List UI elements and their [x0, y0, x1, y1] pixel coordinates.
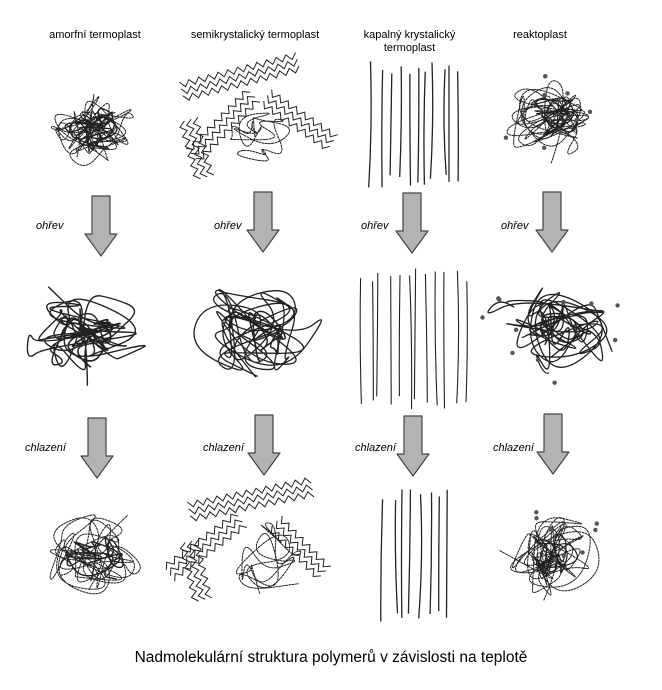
amorphous-initial-structure: [50, 93, 134, 166]
amorphous-heated-structure: [26, 286, 146, 386]
heating-arrow-col2: [246, 191, 280, 253]
liquid-crystalline-cooled-structure: [380, 489, 448, 622]
cooling-label-col1: chlazení: [25, 442, 66, 454]
cooling-label-col3: chlazení: [355, 442, 396, 454]
thermoset-cooled-structure: [498, 510, 600, 601]
column-title-thermoset: reaktoplast: [513, 29, 567, 41]
heating-arrow-col4: [535, 191, 569, 253]
thermoset-heated-structure: [480, 287, 620, 385]
heating-label-col3: ohřev: [361, 220, 389, 232]
cooling-arrow-col1: [80, 417, 114, 479]
column-title-semicrystalline: semikrystalický termoplast: [190, 29, 320, 41]
column-title-liquid-crystalline: kapalný krystalický termoplast: [363, 29, 456, 54]
semicrystalline-heated-structure: [193, 288, 322, 378]
cooling-label-col2: chlazení: [203, 442, 244, 454]
thermoset-initial-structure: [503, 74, 593, 164]
cooling-arrow-col2: [247, 414, 281, 476]
heating-label-col2: ohřev: [214, 220, 242, 232]
figure-caption: Nadmolekulární struktura polymerů v závi…: [134, 649, 528, 666]
cooling-arrow-col3: [396, 415, 430, 477]
heating-label-col1: ohřev: [36, 220, 64, 232]
column-title-amorphous: amorfní termoplast: [49, 29, 141, 41]
heating-arrow-col1: [84, 195, 118, 257]
semicrystalline-cooled-structure: [165, 477, 331, 602]
liquid-crystalline-initial-structure: [368, 61, 459, 188]
cooling-label-col4: chlazení: [493, 442, 534, 454]
semicrystalline-initial-structure: [179, 52, 338, 180]
heating-arrow-col3: [395, 192, 429, 254]
cooling-arrow-col4: [536, 413, 570, 475]
amorphous-cooled-structure: [49, 514, 141, 595]
heating-label-col4: ohřev: [501, 220, 529, 232]
liquid-crystalline-heated-structure: [359, 268, 468, 410]
